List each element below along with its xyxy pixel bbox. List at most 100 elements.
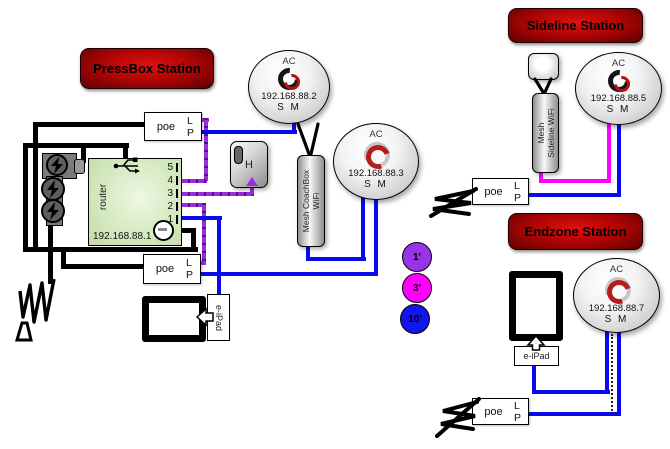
- power-cable: [23, 143, 28, 252]
- access-point-88-7: AC 192.168.88.7 S M: [573, 258, 660, 333]
- poe-power-port: P: [514, 411, 522, 424]
- port-tick: [176, 176, 178, 185]
- cable-10ft: [198, 272, 378, 276]
- hub-device: H: [230, 141, 268, 188]
- poe-lan-port: L: [514, 399, 520, 412]
- ap-ports-label: S M: [364, 179, 388, 190]
- cable-10ft: [374, 197, 378, 276]
- power-cable: [23, 247, 198, 252]
- openmesh-logo-icon: [273, 63, 305, 95]
- router-port-5: 5: [148, 161, 178, 174]
- cable-3ft: [539, 169, 543, 183]
- ap-ip: 192.168.88.2: [261, 91, 317, 102]
- cable-10ft: [180, 216, 222, 220]
- mesh-sideline-label: Mesh Sideline WiFi: [535, 108, 556, 158]
- poe-power-port: P: [514, 191, 522, 204]
- router-ports: 5 4 3 2 1: [148, 161, 178, 226]
- openmesh-logo-icon: [603, 65, 634, 97]
- station-title-pressbox: PressBox Station: [80, 48, 214, 89]
- router-port-3: 3: [148, 187, 178, 200]
- cable-10ft: [292, 119, 296, 134]
- cable-10ft: [361, 197, 365, 261]
- poe-power-port: P: [187, 126, 195, 139]
- router-label: router: [98, 183, 109, 211]
- cable-1ft: [180, 192, 254, 196]
- router-ip: 192.168.88.1: [93, 231, 152, 242]
- ipad-endzone: [509, 271, 563, 341]
- cable-10ft: [532, 390, 610, 394]
- cable-1ft: [198, 261, 206, 265]
- power-plug-icon: [14, 321, 33, 342]
- power-cable: [61, 247, 66, 269]
- dotted-cable: [611, 334, 613, 414]
- ap-type-label: AC: [282, 56, 296, 67]
- cable-1ft: [202, 203, 206, 265]
- mesh-node-coachbox: Mesh CoachBox WiFi: [297, 155, 325, 247]
- ap-ports-label: S M: [604, 314, 629, 325]
- cable-10ft: [306, 244, 310, 260]
- router-port-1: 1: [148, 213, 178, 226]
- cable-10ft: [306, 257, 366, 261]
- cable-1ft: [204, 118, 208, 181]
- router-port-4: 4: [148, 174, 178, 187]
- ap-type-label: AC: [611, 58, 626, 69]
- access-point-88-5: AC 192.168.88.5 S M: [575, 52, 662, 125]
- ap-ip: 192.168.88.7: [588, 303, 645, 314]
- cable-10ft: [617, 124, 621, 197]
- station-title-endzone: Endzone Station: [508, 213, 643, 250]
- ap-ports-label: S M: [277, 102, 301, 113]
- cloud-ap-logo-icon: [360, 138, 394, 173]
- access-point-88-2: AC 192.168.88.2 S M: [248, 50, 330, 124]
- sideline-title-text: Sideline Station: [526, 18, 625, 33]
- pressbox-title-text: PressBox Station: [93, 61, 201, 76]
- poe-lan-port: L: [187, 114, 193, 127]
- legend-cable-1ft: 1': [402, 242, 432, 272]
- port-tick: [176, 215, 178, 224]
- hub-label: H: [245, 158, 253, 171]
- power-cable: [123, 143, 128, 160]
- cable-10ft: [217, 216, 221, 296]
- cable-1ft: [198, 118, 209, 122]
- cable-10ft: [527, 412, 621, 416]
- poe-label: poe: [155, 263, 175, 275]
- power-cable: [23, 143, 129, 148]
- ap-ip: 192.168.88.5: [590, 93, 647, 104]
- cloud-ap-logo-icon: [600, 273, 635, 308]
- scribble-cable-sideline: [429, 187, 478, 218]
- poe-label: poe: [484, 185, 503, 198]
- station-title-sideline: Sideline Station: [508, 8, 643, 43]
- cable-10ft: [198, 130, 297, 134]
- port-tick: [176, 202, 178, 211]
- router-port-2: 2: [148, 200, 178, 213]
- cable-1ft: [250, 186, 254, 194]
- mesh-coachbox-label: Mesh CoachBox WiFi: [301, 169, 321, 233]
- coiled-cord-icon: [18, 278, 56, 324]
- mesh-node-sideline: Mesh Sideline WiFi: [532, 93, 559, 173]
- ap-ports-label: S M: [606, 104, 631, 115]
- cable-3ft: [607, 123, 611, 183]
- eipad-label-pressbox: e-iPad: [207, 294, 230, 341]
- power-strip-outlet: [74, 159, 85, 174]
- cable-3ft: [539, 179, 611, 183]
- poe-lan-port: L: [186, 257, 192, 269]
- ap-type-label: AC: [369, 129, 383, 140]
- wireless-link-lines: [296, 77, 553, 156]
- ap-type-label: AC: [609, 264, 624, 275]
- power-strip-body: [46, 176, 63, 226]
- poe-power-port: P: [186, 269, 194, 281]
- port-tick: [176, 189, 178, 198]
- poe-lan-port: L: [514, 179, 520, 192]
- poe-label: poe: [484, 405, 503, 418]
- legend-cable-3ft: 3': [402, 273, 432, 303]
- power-cable: [81, 143, 86, 163]
- power-cable: [48, 224, 53, 284]
- power-cable: [61, 264, 145, 269]
- router-power-port: [153, 220, 174, 241]
- power-cable: [33, 122, 38, 252]
- cable-1ft: [180, 179, 207, 183]
